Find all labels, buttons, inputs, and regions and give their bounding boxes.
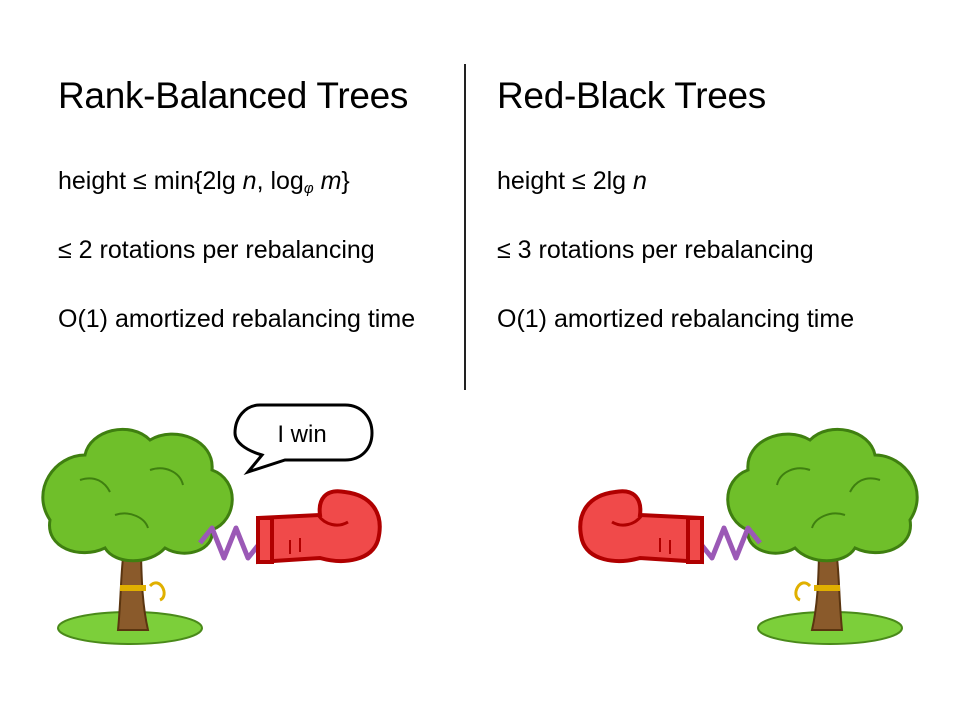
tree-icon xyxy=(726,427,919,645)
spring-icon xyxy=(198,525,262,561)
boxing-trees-illustration: I win xyxy=(41,403,919,645)
tree-icon xyxy=(41,427,234,645)
spring-icon xyxy=(698,525,762,561)
column-divider xyxy=(464,64,466,390)
speech-bubble-text: I win xyxy=(277,421,326,448)
boxing-glove-icon xyxy=(256,489,382,565)
speech-bubble-icon: I win xyxy=(233,403,374,476)
left-title: Rank-Balanced Trees xyxy=(58,75,409,116)
right-title: Red-Black Trees xyxy=(497,75,766,116)
right-height-bound: height ≤ 2lg n xyxy=(497,167,647,195)
right-rotations: ≤ 3 rotations per rebalancing xyxy=(497,236,814,264)
left-amortized: O(1) amortized rebalancing time xyxy=(58,305,416,333)
right-column: Red-Black Trees height ≤ 2lg n ≤ 3 rotat… xyxy=(497,70,897,333)
left-height-bound: height ≤ min{2lg n, logφ m} xyxy=(58,167,350,197)
left-rotations: ≤ 2 rotations per rebalancing xyxy=(58,236,375,264)
right-amortized: O(1) amortized rebalancing time xyxy=(497,305,855,333)
boxing-glove-icon xyxy=(578,489,704,565)
left-column: Rank-Balanced Trees height ≤ min{2lg n, … xyxy=(58,70,458,333)
